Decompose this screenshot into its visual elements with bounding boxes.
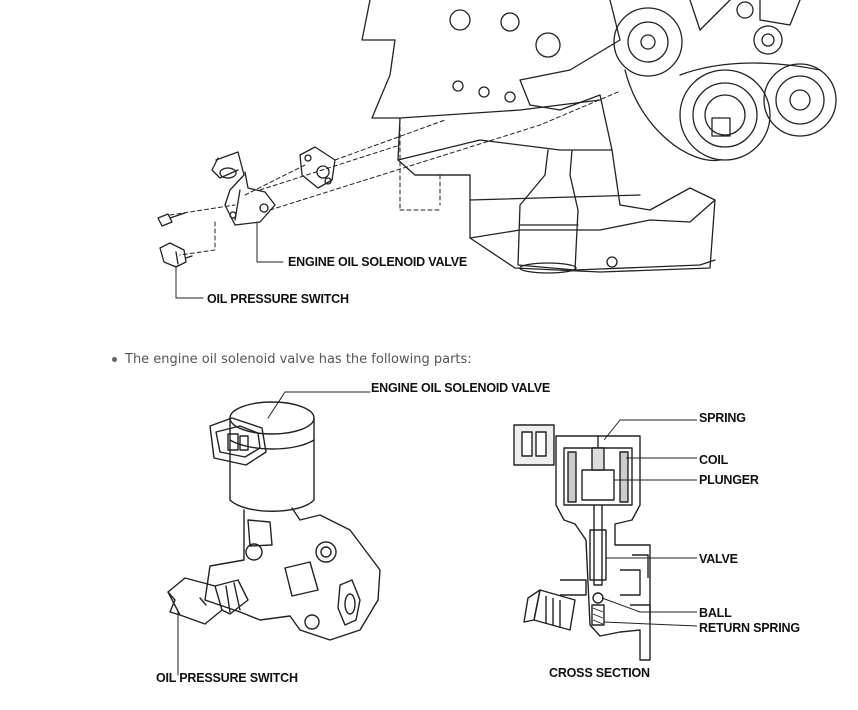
solenoid-valve-small-drawing (212, 152, 275, 225)
label-ball: BALL (699, 606, 732, 620)
solenoid-valve-parts-drawing (168, 392, 380, 675)
cross-section-drawing (514, 420, 697, 660)
bullet-icon (112, 357, 117, 362)
label-coil: COIL (699, 453, 729, 467)
bullet-item: The engine oil solenoid valve has the fo… (112, 352, 472, 367)
label-cross-section: CROSS SECTION (549, 666, 650, 680)
label-return-spring: RETURN SPRING (699, 621, 800, 635)
label-valve: VALVE (699, 552, 738, 566)
gasket-drawing (300, 147, 335, 188)
bullet-text: The engine oil solenoid valve has the fo… (125, 352, 472, 367)
label-oil-pressure-switch-parts: OIL PRESSURE SWITCH (156, 671, 298, 685)
label-plunger: PLUNGER (699, 473, 759, 487)
label-oil-pressure-switch-top: OIL PRESSURE SWITCH (207, 292, 349, 306)
label-spring: SPRING (699, 411, 746, 425)
assembly-guide-lines (170, 92, 618, 255)
pressure-switch-small-drawing (160, 243, 192, 267)
bolt-drawing (158, 213, 185, 226)
label-engine-oil-solenoid-valve-top: ENGINE OIL SOLENOID VALVE (288, 255, 468, 269)
label-engine-oil-solenoid-valve-parts: ENGINE OIL SOLENOID VALVE (371, 381, 551, 395)
engine-block-drawing (362, 0, 836, 273)
